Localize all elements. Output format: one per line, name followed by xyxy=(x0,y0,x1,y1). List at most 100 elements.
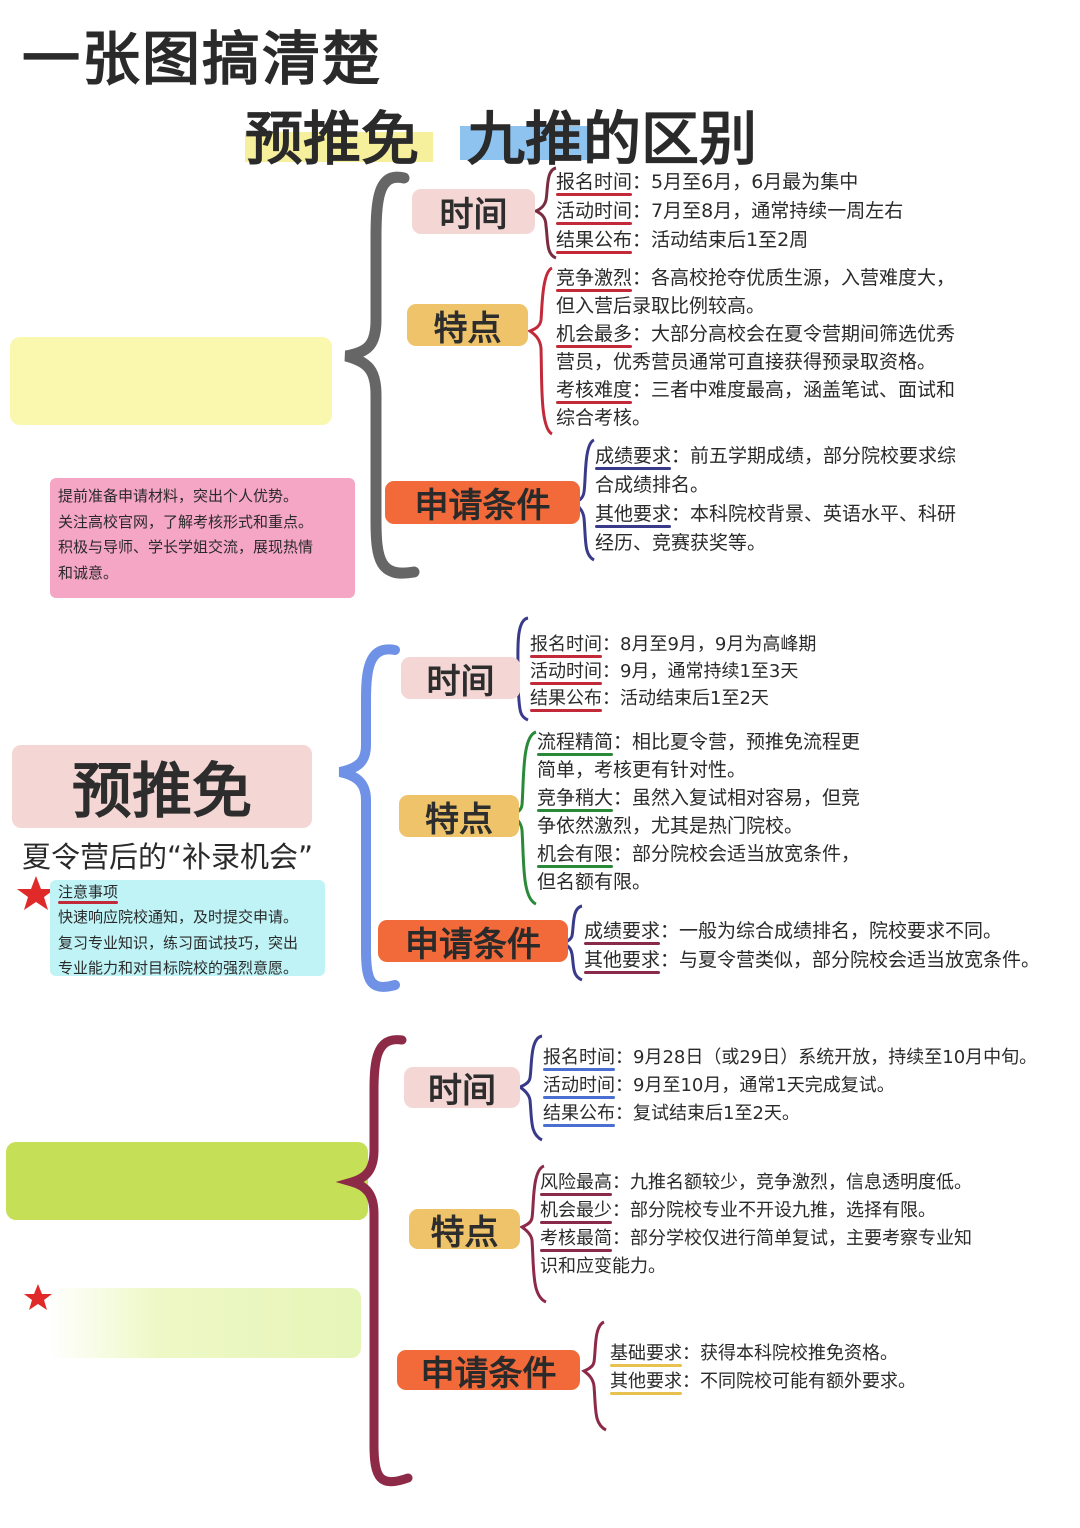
s3-time-key: 报名时间 xyxy=(543,1047,615,1068)
s1-cond-list: 成绩要求：前五学期成绩，部分院校要求综 合成绩排名。 其他要求：本科院校背景、英… xyxy=(595,442,956,558)
highlight-blue xyxy=(460,126,594,160)
s1-feature-key: 考核难度 xyxy=(556,379,633,401)
s1-time-list: 报名时间：5月至6月，6月最为集中 活动时间：7月至8月，通常持续一周左右 结果… xyxy=(556,168,903,255)
s3-feature-key: 考核最简 xyxy=(540,1228,612,1249)
s3-cond-text: ：获得本科院校推免资格。 xyxy=(682,1343,898,1364)
s1-note-line: 关注高校官网，了解考核形式和重点。 xyxy=(58,512,314,531)
s2-feature-text: ：相比夏令营，预推免流程更 xyxy=(613,731,861,753)
brace-section2 xyxy=(338,644,400,992)
s2-feature-key: 流程精简 xyxy=(537,731,614,753)
brace-section3 xyxy=(335,1035,413,1487)
highlight-yellow xyxy=(245,132,433,162)
page-title: 一张图搞清楚 xyxy=(22,25,383,93)
s1-cond-key: 成绩要求 xyxy=(595,445,672,467)
s1-feature-text: 但入营后录取比例较高。 xyxy=(556,295,766,317)
s1-time-key: 报名时间 xyxy=(556,171,633,193)
s2-feature-text: 但名额有限。 xyxy=(537,871,652,893)
curly-s1-time xyxy=(532,166,557,260)
s2-note-line: 专业能力和对目标院校的强烈意愿。 xyxy=(58,959,299,977)
s1-feature-key: 机会最多 xyxy=(556,323,633,345)
s2-cond-text: ：一般为综合成绩排名，院校要求不同。 xyxy=(660,920,1003,942)
s2-time-text: ：活动结束后1至2天 xyxy=(602,688,769,709)
s1-time-key: 活动时间 xyxy=(556,200,633,222)
s2-note-line: 快速响应院校通知，及时提交申请。 xyxy=(58,908,299,926)
s1-note-box: 提前准备申请材料，突出个人优势。 关注高校官网，了解考核形式和重点。 积极与导师… xyxy=(50,478,355,598)
s1-time-text: ：活动结束后1至2周 xyxy=(632,229,809,251)
s1-feature-text: ：大部分高校会在夏令营期间筛选优秀 xyxy=(632,323,956,345)
s3-cond-pill: 申请条件 xyxy=(397,1350,580,1394)
s2-cond-list: 成绩要求：一般为综合成绩排名，院校要求不同。 其他要求：与夏令营类似，部分院校会… xyxy=(584,917,1040,975)
s1-feature-key: 竞争激烈 xyxy=(556,267,633,289)
yellow-swatch xyxy=(10,337,332,425)
s3-cond-text: ：不同院校可能有额外要求。 xyxy=(682,1371,916,1392)
s1-time-text: ：7月至8月，通常持续一周左右 xyxy=(632,200,904,222)
s3-feature-list: 风险最高：九推名额较少，竞争激烈，信息透明度低。 机会最少：部分院校专业不开设九… xyxy=(540,1169,972,1281)
s3-time-text: ：9月至10月，通常1天完成复试。 xyxy=(615,1075,895,1096)
s2-cond-pill: 申请条件 xyxy=(378,920,568,965)
s3-time-pill: 时间 xyxy=(404,1067,520,1111)
s2-note-title: 注意事项 xyxy=(58,883,119,901)
s1-cond-text: ：前五学期成绩，部分院校要求综 xyxy=(671,445,957,467)
s3-time-list: 报名时间：9月28日（或29日）系统开放，持续至10月中旬。 活动时间：9月至1… xyxy=(543,1044,1037,1128)
s2-feature-text: ：部分院校会适当放宽条件， xyxy=(613,843,861,865)
s2-cond-text: ：与夏令营类似，部分院校会适当放宽条件。 xyxy=(660,949,1041,971)
light-green-swatch xyxy=(48,1288,361,1358)
curly-s3-cond xyxy=(581,1320,607,1432)
s3-cond-list: 基础要求：获得本科院校推免资格。 其他要求：不同院校可能有额外要求。 xyxy=(610,1340,916,1396)
s3-time-key: 活动时间 xyxy=(543,1075,615,1096)
subtitle-part-b: 九推的区别 xyxy=(467,105,758,173)
s2-feature-text: ：虽然入复试相对容易，但竞 xyxy=(613,787,861,809)
s1-feature-list: 竞争激烈：各高校抢夺优质生源，入营难度大， 但入营后录取比例较高。 机会最多：大… xyxy=(556,264,955,432)
s3-cond-key: 其他要求 xyxy=(610,1371,682,1392)
s1-time-pill: 时间 xyxy=(412,189,535,235)
curly-s1-feature xyxy=(527,266,553,436)
s2-time-pill: 时间 xyxy=(401,657,520,702)
s2-subtitle: 夏令营后的“补录机会” xyxy=(22,840,314,874)
s2-time-list: 报名时间：8月至9月，9月为高峰期 活动时间：9月，通常持续1至3天 结果公布：… xyxy=(530,631,816,712)
curly-s3-time xyxy=(517,1034,543,1142)
s3-time-key: 结果公布 xyxy=(543,1103,615,1124)
s3-time-text: ：复试结束后1至2天。 xyxy=(615,1103,800,1124)
s2-feature-key: 竞争稍大 xyxy=(537,787,614,809)
s3-time-text: ：9月28日（或29日）系统开放，持续至10月中旬。 xyxy=(615,1047,1038,1068)
s3-feature-text: 识和应变能力。 xyxy=(540,1256,666,1277)
s1-cond-text: ：本科院校背景、英语水平、科研 xyxy=(671,503,957,525)
subtitle-part-a: 预推免 xyxy=(245,105,420,173)
s3-feature-text: ：部分学校仅进行简单复试，主要考察专业知 xyxy=(612,1228,972,1249)
curly-s3-feature xyxy=(519,1164,547,1304)
s1-feature-text: ：各高校抢夺优质生源，入营难度大， xyxy=(632,267,956,289)
s1-feature-pill: 特点 xyxy=(407,304,528,349)
s1-cond-key: 其他要求 xyxy=(595,503,672,525)
s1-cond-text: 合成绩排名。 xyxy=(595,474,710,496)
s1-note-line: 提前准备申请材料，突出个人优势。 xyxy=(58,487,299,505)
s2-feature-pill: 特点 xyxy=(399,795,519,840)
s2-time-key: 结果公布 xyxy=(530,688,602,709)
s3-feature-pill: 特点 xyxy=(409,1209,520,1253)
s3-feature-text: ：部分院校专业不开设九推，选择有限。 xyxy=(612,1200,936,1221)
star-icon xyxy=(24,1284,52,1310)
brace-section1 xyxy=(344,171,420,579)
s1-note-line: 和诚意。 xyxy=(58,563,119,582)
s3-feature-key: 风险最高 xyxy=(540,1172,612,1193)
star-icon xyxy=(17,876,55,910)
s2-time-key: 报名时间 xyxy=(530,634,602,655)
s3-feature-key: 机会最少 xyxy=(540,1200,612,1221)
s1-cond-text: 经历、竞赛获奖等。 xyxy=(595,532,767,554)
s2-cond-key: 成绩要求 xyxy=(584,920,661,942)
s2-time-key: 活动时间 xyxy=(530,661,602,682)
s2-cond-key: 其他要求 xyxy=(584,949,661,971)
s2-feature-text: 争依然激烈，尤其是热门院校。 xyxy=(537,815,804,837)
s1-cond-pill: 申请条件 xyxy=(385,481,580,526)
s1-feature-text: 营员，优秀营员通常可直接获得预录取资格。 xyxy=(556,351,937,373)
s1-time-text: ：5月至6月，6月最为集中 xyxy=(632,171,859,193)
s1-time-key: 结果公布 xyxy=(556,229,633,251)
s3-feature-text: ：九推名额较少，竞争激烈，信息透明度低。 xyxy=(612,1172,972,1193)
s1-feature-text: 综合考核。 xyxy=(556,407,652,429)
s2-feature-text: 简单，考核更有针对性。 xyxy=(537,759,747,781)
s2-note-box: 注意事项 快速响应院校通知，及时提交申请。 复习专业知识，练习面试技巧，突出 专… xyxy=(50,880,325,977)
s2-time-text: ：9月，通常持续1至3天 xyxy=(602,661,799,682)
green-swatch xyxy=(6,1142,368,1220)
s2-time-text: ：8月至9月，9月为高峰期 xyxy=(602,634,817,655)
s2-feature-key: 机会有限 xyxy=(537,843,614,865)
s1-feature-text: ：三者中难度最高，涵盖笔试、面试和 xyxy=(632,379,956,401)
